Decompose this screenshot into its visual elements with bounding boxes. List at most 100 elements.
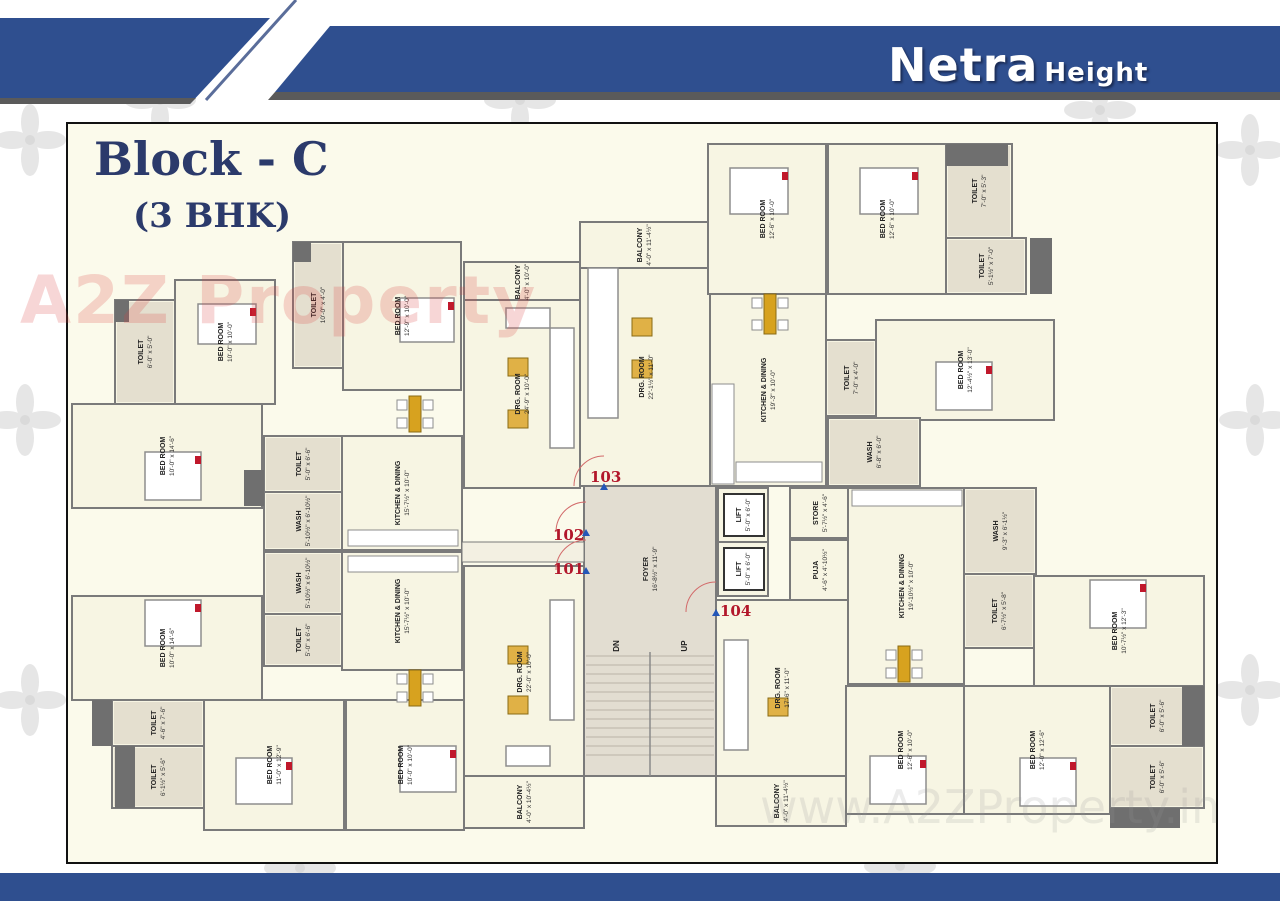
bed-7 <box>859 167 919 215</box>
shaft-5 <box>92 700 112 746</box>
room-size: 22'-1½" x 11'-0" <box>647 354 655 400</box>
chair <box>885 649 897 661</box>
chair <box>422 691 434 703</box>
room-name: TOILET <box>151 710 158 735</box>
counter-0 <box>347 529 459 547</box>
room-size: 24'-9" x 10'-0" <box>524 373 531 414</box>
chair <box>396 417 408 429</box>
brand-word-1: Netra <box>888 38 1039 92</box>
room-name: BED ROOM <box>958 351 965 390</box>
wet-floor-7 <box>948 240 1024 292</box>
room-name: BALCONY <box>515 264 522 299</box>
wet-floor-11 <box>1112 748 1202 806</box>
room-name: BED ROOM <box>218 323 225 362</box>
unit-number-101: 101 <box>553 560 585 578</box>
room-size: 5'-7½" x 4'-6" <box>821 493 829 532</box>
counter-2 <box>711 383 735 485</box>
footer-band <box>0 873 1280 901</box>
room-size: 4'-0" x 10'-4½" <box>525 780 533 822</box>
shaft-4 <box>1182 686 1204 746</box>
room-size: 5'-10½" x 6'-10½" <box>304 557 312 609</box>
bed-3 <box>144 599 202 647</box>
room-name: DRG. ROOM <box>515 373 522 414</box>
chair <box>911 649 923 661</box>
room-name: WASH <box>993 521 1000 542</box>
coffee-table-5 <box>507 695 529 715</box>
room-size: 5'-0" x 6'-6" <box>305 447 312 480</box>
shaft-7 <box>1110 808 1180 828</box>
room-size: 5'-10½" x 6'-10½" <box>304 495 312 547</box>
room-23 <box>827 143 947 295</box>
bed-5 <box>235 757 293 805</box>
room-size: 6'-0" x 5'-6" <box>1159 699 1166 732</box>
wet-floor-8 <box>828 342 874 414</box>
bed-9 <box>1089 579 1147 629</box>
bedside-lamp-6 <box>782 172 788 180</box>
room-size: 22'-0" x 10'-0" <box>526 651 533 692</box>
room-name: BED ROOM <box>880 200 887 239</box>
room-name: STORE <box>813 501 820 525</box>
bed-11 <box>1019 757 1077 807</box>
bedside-lamp-0 <box>250 308 256 316</box>
shaft-3 <box>1030 238 1052 294</box>
room-name: TOILET <box>296 627 303 652</box>
room-name: KITCHEN & DINING <box>395 578 402 643</box>
room-name: TOILET <box>972 178 979 203</box>
bedside-lamp-1 <box>195 456 201 464</box>
room-22 <box>707 143 827 295</box>
shaft-0 <box>115 300 129 322</box>
wet-floor-4 <box>114 702 202 744</box>
room-size: 12'-6" x 10'-0" <box>889 198 896 239</box>
room-size: 5'-0" x 6'-6" <box>305 623 312 656</box>
room-size: 7'-0" x 4'-0" <box>853 361 860 394</box>
sofa-5 <box>505 745 551 767</box>
room-name: BED ROOM <box>267 746 274 785</box>
room-size: 10'-0" x 14'-6" <box>169 627 176 668</box>
bedside-lamp-2 <box>448 302 454 310</box>
room-size: 12'-6" x 10'-0" <box>907 729 914 770</box>
room-name: BALCONY <box>637 227 644 262</box>
sofa-3 <box>723 639 749 751</box>
coffee-table-3 <box>631 359 653 379</box>
shaft-2 <box>946 144 1008 166</box>
chair <box>396 691 408 703</box>
door-arc-3 <box>685 581 717 613</box>
room-name: FOYER <box>643 557 650 581</box>
room-size: 12'-9" x 10'-0" <box>404 295 411 336</box>
bed-0 <box>197 303 257 345</box>
dining-table-0 <box>408 395 422 433</box>
bedside-lamp-3 <box>195 604 201 612</box>
room-20 <box>579 221 709 269</box>
block-title: Block - C <box>94 132 329 186</box>
room-34 <box>789 539 851 601</box>
entry-marker-0 <box>600 483 608 490</box>
bed-4 <box>399 745 457 793</box>
counter-3 <box>735 461 823 483</box>
chair <box>422 417 434 429</box>
room-name: KITCHEN & DINING <box>761 357 768 422</box>
header-band <box>0 0 1280 104</box>
counter-1 <box>347 555 459 573</box>
room-size: 10'-0" x 4'-0" <box>320 286 327 323</box>
counter-4 <box>851 489 963 507</box>
room-size: 12'-0" x 12'-6" <box>1039 729 1046 770</box>
room-size: 11'-0" x 12'-9" <box>276 745 283 785</box>
entry-marker-2 <box>582 567 590 574</box>
